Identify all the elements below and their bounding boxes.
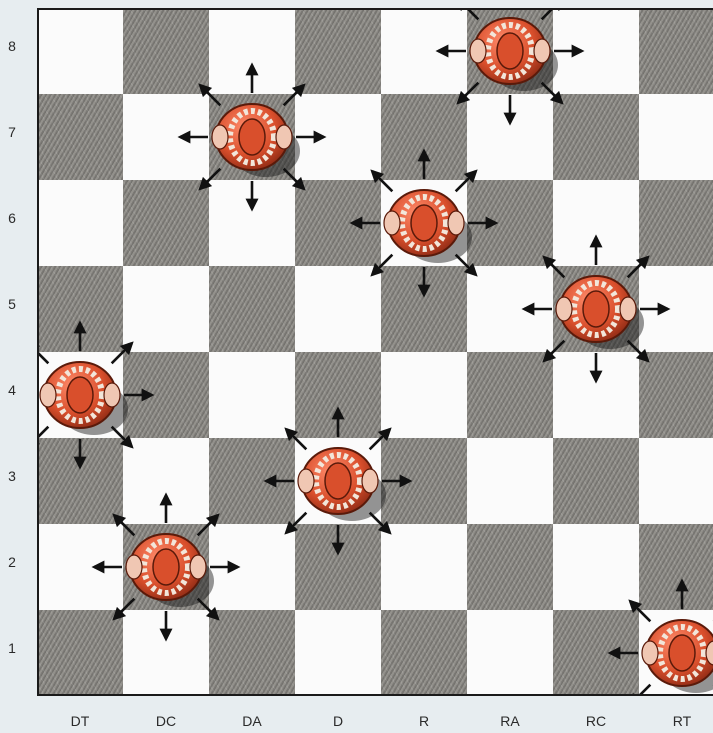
piece-core [67, 377, 93, 413]
piece-core [325, 463, 351, 499]
move-arrow-ne [370, 429, 390, 449]
move-arrow-nw [200, 85, 220, 105]
move-arrow-sw [114, 599, 134, 619]
move-arrow-ne [112, 343, 132, 363]
piece-d3[interactable] [266, 409, 410, 553]
file-label-dt: DT [37, 713, 123, 729]
move-arrow-nw [630, 601, 650, 621]
piece-core [153, 549, 179, 585]
piece-dc2[interactable] [94, 495, 238, 639]
piece-core [497, 33, 523, 69]
piece-lobe [362, 469, 378, 493]
rank-label-3: 3 [0, 468, 24, 484]
piece-core [583, 291, 609, 327]
piece-lobe [384, 211, 400, 235]
move-arrow-se [456, 255, 476, 275]
file-label-r: R [381, 713, 467, 729]
move-arrow-ne [542, 8, 562, 19]
piece-lobe [556, 297, 572, 321]
move-arrow-se [628, 341, 648, 361]
piece-lobe [298, 469, 314, 493]
file-label-da: DA [209, 713, 295, 729]
piece-lobe [190, 555, 206, 579]
rank-label-8: 8 [0, 38, 24, 54]
move-arrow-nw [458, 8, 478, 19]
piece-lobe [448, 211, 464, 235]
rank-label-4: 4 [0, 382, 24, 398]
move-arrow-nw [372, 171, 392, 191]
piece-core [669, 635, 695, 671]
rank-label-5: 5 [0, 296, 24, 312]
piece-lobe [104, 383, 120, 407]
piece-lobe [212, 125, 228, 149]
move-arrow-ne [198, 515, 218, 535]
move-arrow-se [198, 599, 218, 619]
piece-dt4[interactable] [37, 323, 152, 467]
move-arrow-se [542, 83, 562, 103]
file-label-ra: RA [467, 713, 553, 729]
move-arrow-se [370, 513, 390, 533]
move-arrow-se [112, 427, 132, 447]
piece-rc5[interactable] [524, 237, 668, 381]
file-label-rt: RT [639, 713, 713, 729]
rank-label-1: 1 [0, 640, 24, 656]
move-arrow-ne [284, 85, 304, 105]
move-arrow-sw [200, 169, 220, 189]
piece-core [411, 205, 437, 241]
move-arrow-nw [37, 343, 48, 363]
piece-core [239, 119, 265, 155]
piece-r6[interactable] [352, 151, 496, 295]
piece-ra8[interactable] [438, 8, 582, 123]
move-arrow-sw [544, 341, 564, 361]
move-arrow-nw [114, 515, 134, 535]
piece-lobe [40, 383, 56, 407]
piece-lobe [642, 641, 658, 665]
move-arrow-sw [286, 513, 306, 533]
move-arrow-sw [458, 83, 478, 103]
file-label-rc: RC [553, 713, 639, 729]
move-arrow-ne [456, 171, 476, 191]
move-arrow-se [284, 169, 304, 189]
rank-label-6: 6 [0, 210, 24, 226]
pieces-and-arrows-layer [37, 8, 713, 696]
piece-lobe [276, 125, 292, 149]
rank-label-7: 7 [0, 124, 24, 140]
piece-lobe [470, 39, 486, 63]
piece-lobe [126, 555, 142, 579]
chess-board [37, 8, 713, 696]
move-arrow-nw [286, 429, 306, 449]
move-arrow-sw [630, 685, 650, 696]
move-arrow-ne [628, 257, 648, 277]
move-arrow-sw [372, 255, 392, 275]
piece-rt1[interactable] [610, 581, 713, 696]
file-label-d: D [295, 713, 381, 729]
piece-da7[interactable] [180, 65, 324, 209]
rank-label-2: 2 [0, 554, 24, 570]
move-arrow-nw [544, 257, 564, 277]
file-label-dc: DC [123, 713, 209, 729]
piece-lobe [534, 39, 550, 63]
piece-lobe [620, 297, 636, 321]
move-arrow-sw [37, 427, 48, 447]
